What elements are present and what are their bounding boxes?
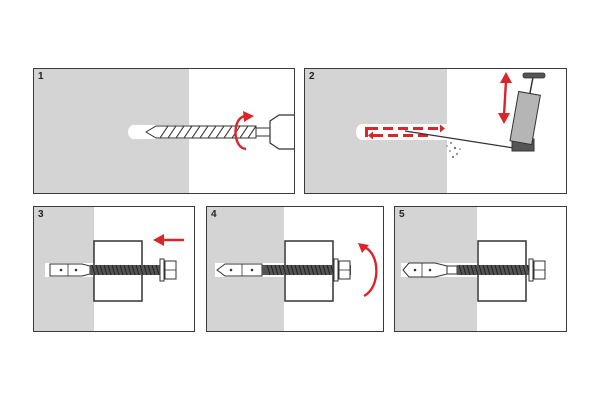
step-3-illustration: [34, 207, 184, 331]
step-4-number: 4: [211, 209, 217, 220]
airflow-arrows: [365, 124, 445, 140]
left-arrow-icon: [153, 234, 184, 246]
step-4-panel: 4: [206, 206, 384, 332]
step-2-panel: 2: [304, 68, 567, 194]
pump-nozzle: [404, 130, 521, 150]
rotate-arrow-icon: [358, 243, 378, 298]
pump-icon: [509, 72, 546, 152]
step-1-number: 1: [38, 71, 44, 82]
rotate-arrow-head: [243, 111, 254, 122]
anchor-bolt-icon: [216, 258, 351, 282]
step-2-illustration: [305, 69, 546, 193]
step-5-number: 5: [399, 209, 405, 220]
step-2-number: 2: [309, 71, 315, 82]
anchor-bolt-icon: [402, 258, 546, 282]
step-4-illustration: [207, 207, 378, 331]
hole-end: [356, 124, 362, 140]
step-3-number: 3: [38, 209, 44, 220]
up-down-arrow-icon: [498, 72, 512, 124]
step-3-panel: 3: [33, 206, 195, 332]
hole-end: [128, 125, 134, 139]
drilled-hole: [360, 124, 448, 140]
step-5-panel: 5: [394, 206, 567, 332]
step-1-panel: 1: [33, 68, 295, 194]
rotate-arrow-icon: [234, 114, 247, 151]
dust-particles: [446, 142, 461, 159]
step-5-illustration: [395, 207, 546, 331]
drill-bit-icon: [145, 114, 294, 150]
step-1-illustration: [34, 69, 294, 193]
anchor-bolt-icon: [49, 258, 177, 282]
